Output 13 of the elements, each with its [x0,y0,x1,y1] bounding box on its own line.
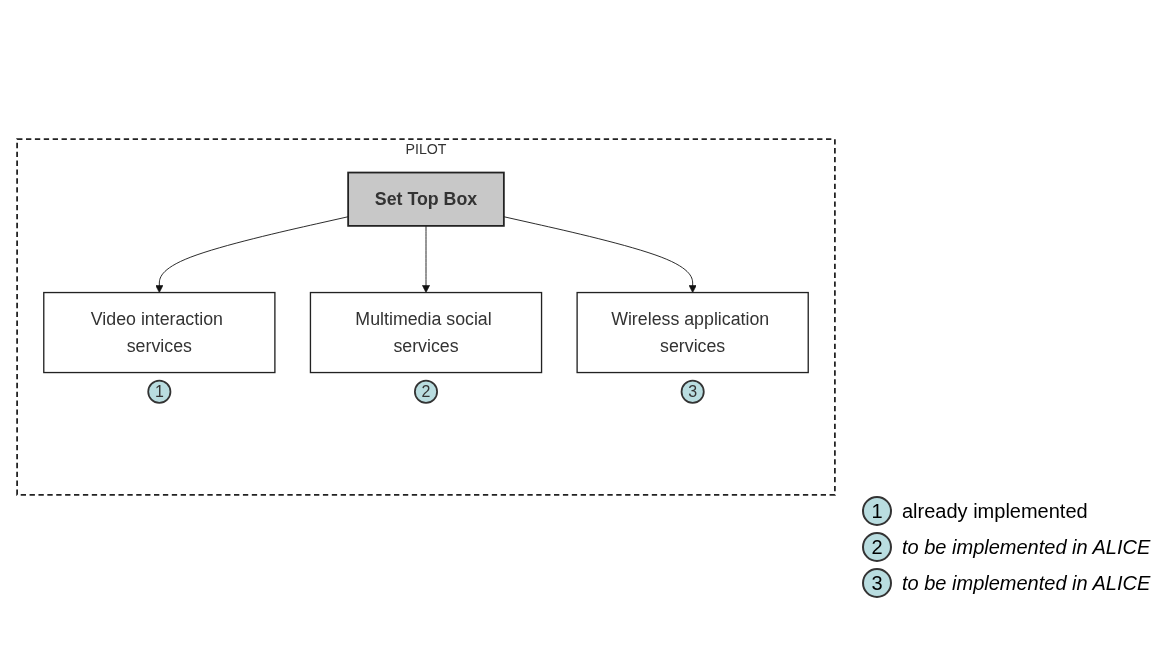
legend-number-circle: 2 [862,532,892,562]
node-label: 1 [154,382,164,401]
node-label: 2 [421,382,431,401]
node-box: Set Top Box [347,171,505,227]
legend-text: to be implemented in ALICE [902,535,1151,559]
legend-text: already implemented [902,499,1088,523]
node-label: 3 [688,382,698,401]
legend-text: to be implemented in ALICE [902,571,1151,595]
legend-number-circle: 3 [862,568,892,598]
node-box: Video interaction services [43,291,276,374]
legend-number-circle: 1 [862,496,892,526]
node-box: Wireless application services [576,291,809,374]
node-box: Multimedia social services [309,291,543,374]
